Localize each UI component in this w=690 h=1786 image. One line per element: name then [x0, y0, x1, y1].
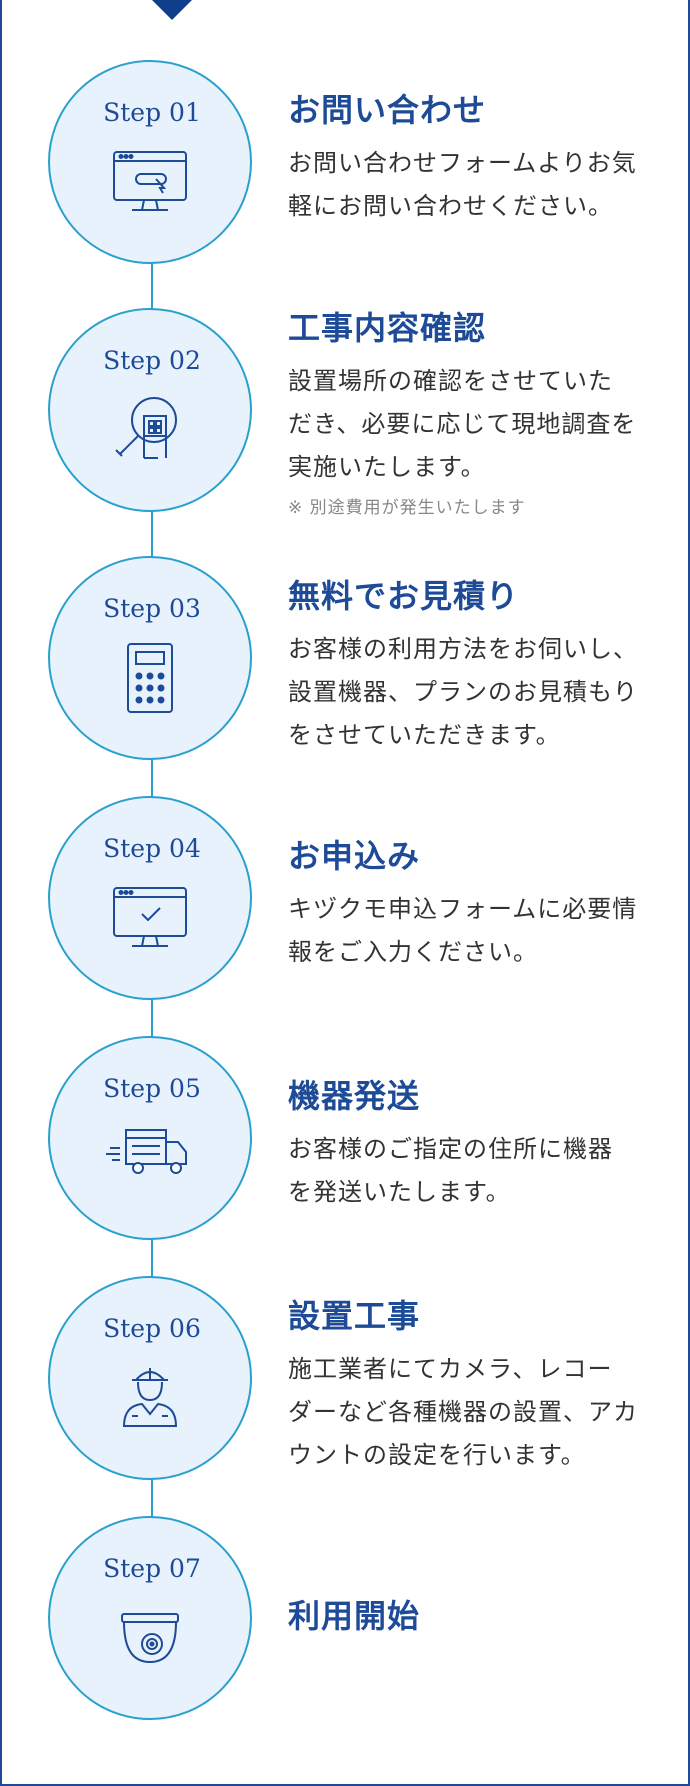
step-description: 設置場所の確認をさせていた だき、必要に応じて現地調査を 実施いたします。: [288, 360, 658, 489]
description-line: お問い合わせフォームよりお気: [288, 149, 637, 177]
description-line: 施工業者にてカメラ、レコー: [288, 1355, 613, 1383]
step-description: キヅクモ申込フォームに必要情 報をご入力ください。: [288, 888, 658, 974]
step-circle: Step 02: [48, 308, 252, 512]
description-line: 軽にお問い合わせください。: [288, 192, 613, 220]
step-number: Step 03: [103, 594, 201, 623]
monitor-click-icon: [102, 146, 198, 222]
step-content: 工事内容確認 設置場所の確認をさせていた だき、必要に応じて現地調査を 実施いた…: [288, 308, 658, 518]
step-number: Step 05: [103, 1074, 201, 1103]
calculator-icon: [102, 642, 198, 718]
step-circle: Step 03: [48, 556, 252, 760]
step-description: お客様の利用方法をお伺いし、 設置機器、プランのお見積もり をさせていただきます…: [288, 628, 658, 757]
step-title: 設置工事: [288, 1297, 421, 1335]
step-circle: Step 07: [48, 1516, 252, 1720]
step-title: 機器発送: [288, 1077, 421, 1115]
step-content: お申込み キヅクモ申込フォームに必要情 報をご入力ください。: [288, 836, 658, 974]
description-line: 報をご入力ください。: [288, 938, 538, 966]
description-line: ウントの設定を行います。: [288, 1441, 586, 1469]
step-title: 利用開始: [288, 1597, 421, 1635]
description-line: お客様の利用方法をお伺いし、: [288, 635, 638, 663]
down-arrow-icon: [152, 0, 192, 20]
step-content: 無料でお見積り お客様の利用方法をお伺いし、 設置機器、プランのお見積もり をさ…: [288, 576, 658, 757]
monitor-check-icon: [102, 882, 198, 958]
step-number: Step 02: [103, 346, 201, 375]
step-note: ※ 別途費用が発生いたします: [288, 498, 526, 518]
step-circle: Step 06: [48, 1276, 252, 1480]
step-number: Step 06: [103, 1314, 201, 1343]
description-line: ダーなど各種機器の設置、アカ: [288, 1398, 638, 1426]
description-line: だき、必要に応じて現地調査を: [288, 410, 637, 438]
construction-worker-icon: [102, 1362, 198, 1438]
description-line: を発送いたします。: [288, 1178, 511, 1206]
step-content: 設置工事 施工業者にてカメラ、レコー ダーなど各種機器の設置、アカ ウントの設定…: [288, 1296, 658, 1477]
description-line: キヅクモ申込フォームに必要情: [288, 895, 638, 923]
step-number: Step 01: [103, 98, 201, 127]
step-description: お問い合わせフォームよりお気 軽にお問い合わせください。: [288, 142, 658, 228]
site-inspection-icon: [102, 394, 198, 470]
description-line: 実施いたします。: [288, 453, 486, 481]
step-content: 機器発送 お客様のご指定の住所に機器 を発送いたします。: [288, 1076, 658, 1214]
step-description: 施工業者にてカメラ、レコー ダーなど各種機器の設置、アカ ウントの設定を行います…: [288, 1348, 658, 1477]
description-line: お客様のご指定の住所に機器: [288, 1135, 613, 1163]
step-content: お問い合わせ お問い合わせフォームよりお気 軽にお問い合わせください。: [288, 90, 658, 228]
delivery-truck-icon: [102, 1122, 198, 1198]
step-number: Step 07: [103, 1554, 201, 1583]
step-content: 利用開始: [288, 1596, 658, 1636]
step-description: お客様のご指定の住所に機器 を発送いたします。: [288, 1128, 658, 1214]
step-circle: Step 04: [48, 796, 252, 1000]
description-line: 設置場所の確認をさせていた: [288, 367, 613, 395]
step-circle: Step 01: [48, 60, 252, 264]
step-number: Step 04: [103, 834, 201, 863]
step-title: 工事内容確認: [288, 309, 487, 347]
description-line: 設置機器、プランのお見積もり: [288, 678, 638, 706]
step-title: 無料でお見積り: [288, 577, 520, 615]
security-camera-icon: [102, 1602, 198, 1678]
step-title: お問い合わせ: [288, 91, 487, 129]
step-title: お申込み: [288, 837, 421, 875]
description-line: をさせていただきます。: [288, 721, 561, 749]
step-circle: Step 05: [48, 1036, 252, 1240]
